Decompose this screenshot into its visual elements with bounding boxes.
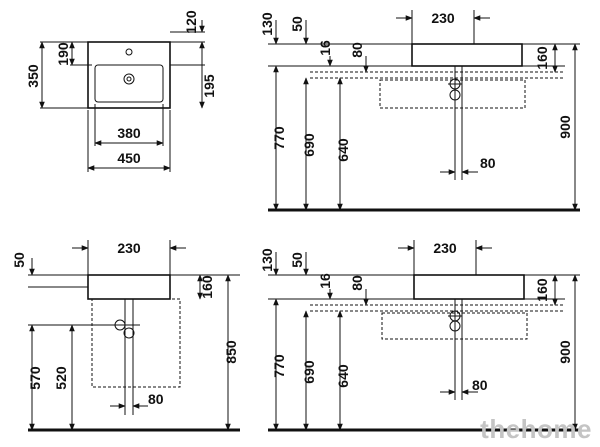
basin-body: [87, 274, 171, 300]
dim-130: 130: [259, 248, 275, 272]
dim-520: 520: [53, 366, 69, 390]
dim-160: 160: [534, 46, 550, 70]
basin-bowl: [94, 64, 164, 103]
dim-900: 900: [557, 340, 573, 364]
front-view: 230 50 160 570 520 80 850: [11, 240, 240, 432]
basin-body: [413, 274, 525, 300]
dim-195: 195: [201, 74, 217, 98]
dim-50: 50: [289, 16, 305, 32]
dim-120: 120: [183, 10, 199, 34]
dim-450: 450: [117, 150, 141, 166]
dim-160: 160: [199, 275, 215, 299]
dim-16: 16: [317, 273, 333, 289]
dim-640: 640: [335, 364, 351, 388]
dim-690: 690: [301, 360, 317, 384]
dim-690: 690: [301, 133, 317, 157]
dim-380: 380: [117, 125, 141, 141]
dim-80-top: 80: [349, 275, 365, 291]
side-view-top: 230 130 50 16 80 160 770 690 640 80 900: [259, 10, 580, 212]
dim-640: 640: [335, 138, 351, 162]
basin-body: [411, 43, 523, 67]
dim-770: 770: [271, 354, 287, 378]
dim-350: 350: [25, 64, 41, 88]
dim-850: 850: [223, 340, 239, 364]
side-view-bottom: 230 130 50 16 80 160 770 690 640 80 900: [259, 240, 580, 432]
dim-900: 900: [557, 115, 573, 139]
dim-190: 190: [55, 42, 71, 66]
dim-160: 160: [534, 278, 550, 302]
dim-230: 230: [431, 10, 455, 26]
basin-outline: [87, 41, 171, 109]
dim-570: 570: [27, 366, 43, 390]
dim-130: 130: [259, 12, 275, 36]
tap-hole-icon: [125, 48, 133, 56]
dim-80-bottom: 80: [472, 377, 488, 393]
dim-80-bottom: 80: [480, 155, 496, 171]
watermark: thehome: [480, 414, 592, 444]
dim-230: 230: [433, 240, 457, 256]
drain-icon: [123, 73, 135, 85]
vanity-outline: [91, 298, 181, 388]
dim-770: 770: [271, 126, 287, 150]
plan-view: 350 190 120 195 380 450: [25, 10, 217, 172]
dim-230: 230: [117, 240, 141, 256]
dim-80: 80: [148, 391, 164, 407]
dim-16: 16: [317, 40, 333, 56]
dim-50: 50: [289, 252, 305, 268]
dim-50: 50: [11, 252, 27, 268]
dim-80-top: 80: [349, 42, 365, 58]
